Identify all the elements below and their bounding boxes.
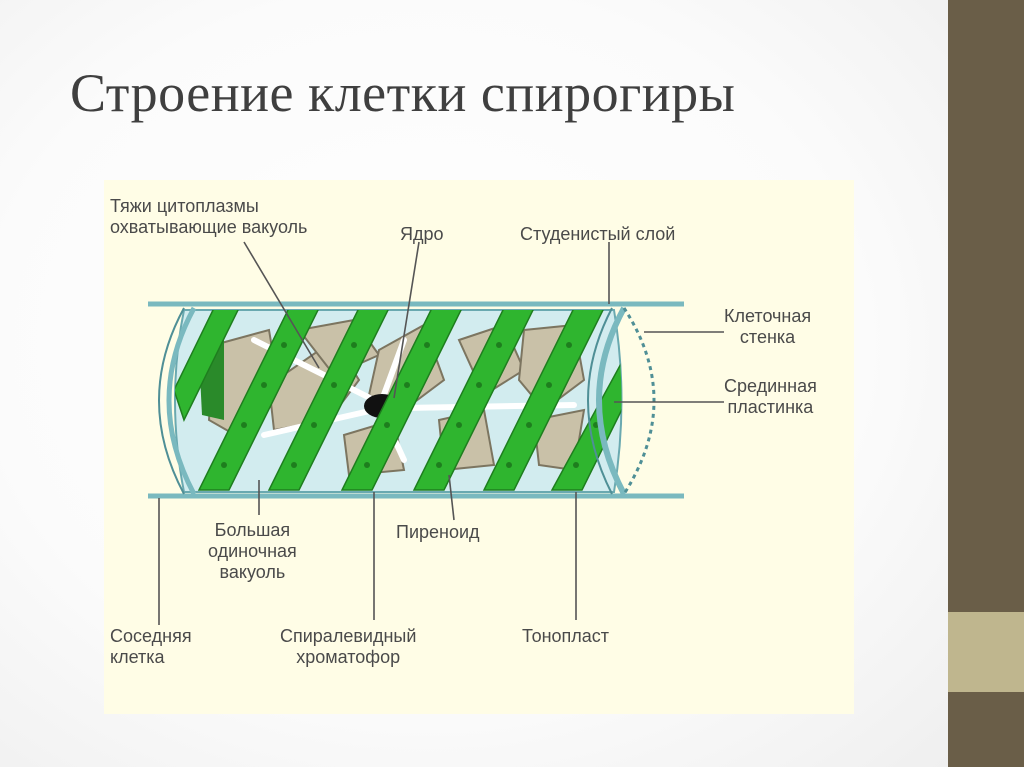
left-cell-end-outline [158,307,185,495]
label-neighbor-cell: Соседняя клетка [110,626,192,667]
label-nucleus: Ядро [400,224,444,244]
label-pyrenoid: Пиреноид [396,522,480,542]
label-spiral-chromatophore: Спиралевидный хроматофор [280,626,417,667]
decorative-sidebar-accent [948,612,1024,692]
middle-lamella [622,307,656,495]
slide-title: Строение клетки спирогиры [70,63,736,123]
right-cell-wall [596,306,627,496]
label-gelatinous-layer: Студенистый слой [520,224,676,244]
label-cytoplasm-strands: Тяжи цитоплазмы охватывающие вакуоль [110,196,308,237]
label-middle-lamella: Срединная пластинка [724,376,817,417]
left-cell-end [166,306,197,496]
pyrenoids [221,342,599,468]
spirogyra-cell-diagram: Тяжи цитоплазмы охватывающие вакуоль Ядр… [104,180,854,714]
label-tonoplast: Тонопласт [522,626,610,646]
spiral-chromatophore [175,310,622,491]
leader-lines [158,241,724,625]
cell-illustration [148,241,724,625]
right-cell-wall-inner [587,307,613,495]
label-large-vacuole: Большая одиночная вакуоль [208,520,297,582]
label-cell-wall: Клеточная стенка [724,306,812,347]
